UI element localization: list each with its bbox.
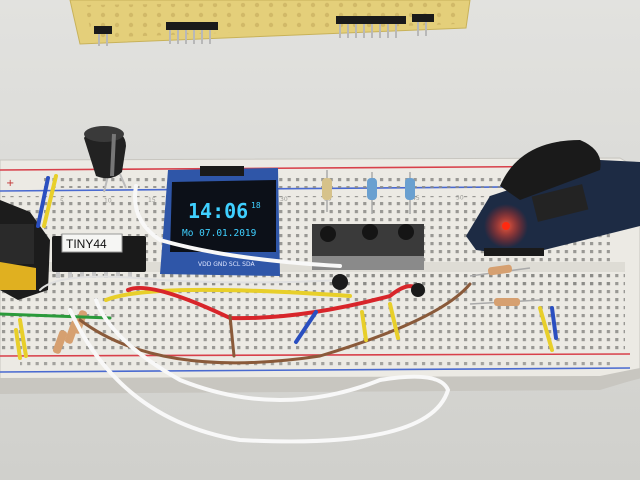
rail-plus-label: + (6, 178, 14, 189)
oled-date: Mo 07.01.2019 (182, 228, 257, 239)
rail-line-red-bottom (0, 353, 631, 357)
jumper-wires (0, 174, 558, 444)
chip-label-sticker (61, 233, 123, 253)
wire-white-loop (68, 298, 451, 444)
wire-white-top (133, 184, 342, 268)
row-number: 5 (60, 198, 64, 205)
wire-connector (332, 274, 348, 290)
row-number: 10 (104, 198, 112, 205)
wire-red (126, 284, 420, 321)
row-number: 45 (412, 195, 420, 202)
resistors-top (322, 170, 415, 214)
rail-line-blue-bottom (0, 367, 631, 373)
row-number: 50 (456, 194, 464, 201)
red-led (502, 222, 510, 230)
row-number: 30 (280, 196, 288, 203)
protoboard-pcb (69, 0, 471, 46)
pcb-pin-headers (94, 14, 434, 34)
wire-blue-left (36, 176, 50, 228)
wire-yellow-long (104, 287, 352, 302)
wire-yellow-left (42, 174, 58, 228)
electrolytic-capacitor (84, 126, 127, 193)
rtc-module (466, 140, 640, 256)
attiny44-chip: TINY44 (52, 233, 146, 278)
resistors-right (469, 264, 541, 306)
oled-time: 14:06 (188, 199, 248, 223)
chip-label: TINY44 (66, 237, 107, 251)
oled-pin-labels: VDD GND SCL SDA (198, 261, 255, 268)
wire-green (0, 312, 112, 320)
push-buttons (312, 224, 424, 270)
row-number: 15 (148, 197, 156, 204)
oled-screen (170, 180, 276, 252)
oled-seconds: 18 (251, 201, 261, 210)
